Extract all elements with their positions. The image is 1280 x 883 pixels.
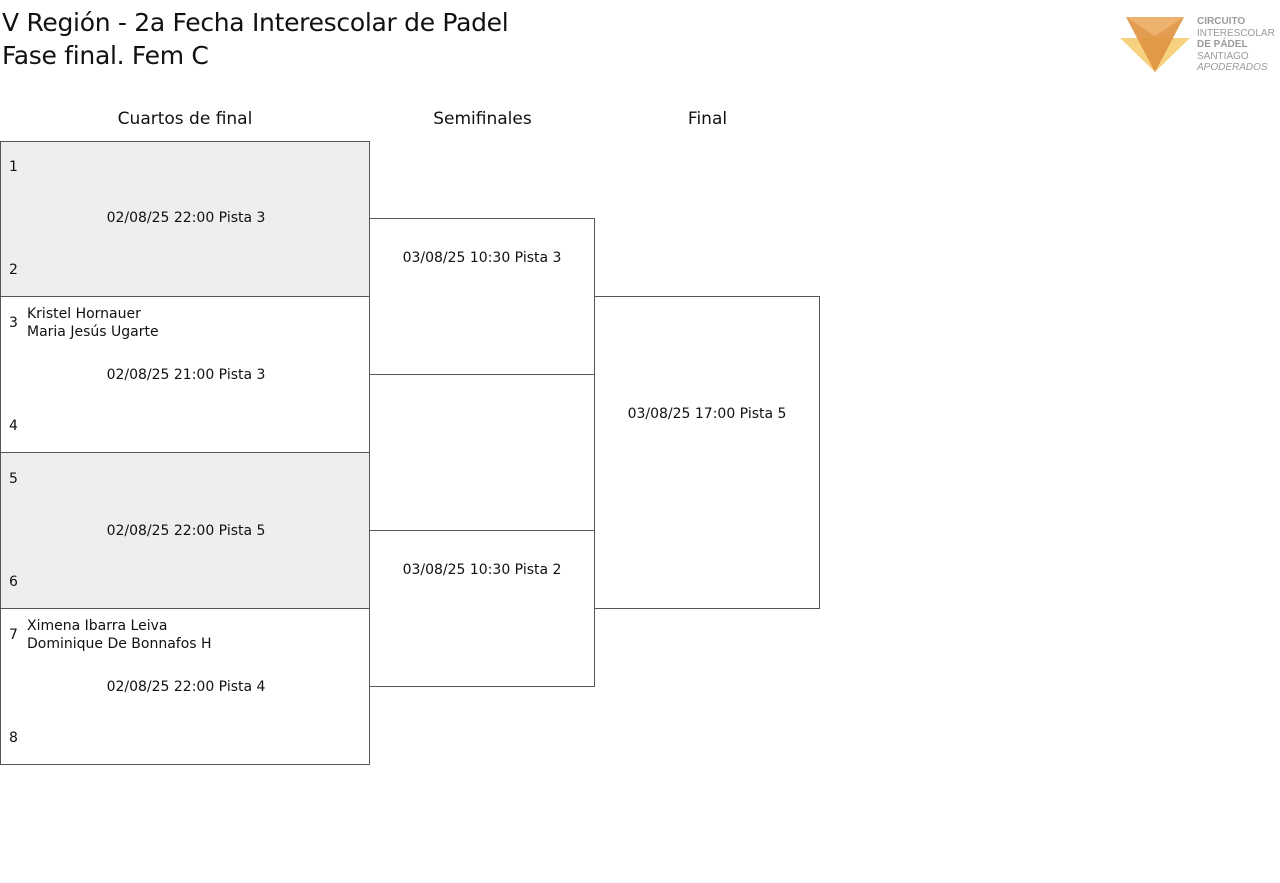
player-name: Maria Jesús Ugarte — [27, 324, 159, 340]
player-name: Dominique De Bonnafos H — [27, 636, 212, 652]
quarterfinal-match-3[interactable]: 5 02/08/25 22:00 Pista 5 6 — [0, 452, 370, 609]
round-title-semis: Semifinales — [433, 109, 532, 129]
page-title: V Región - 2a Fecha Interescolar de Pade… — [2, 6, 509, 72]
quarterfinal-match-1[interactable]: 1 02/08/25 22:00 Pista 3 2 — [0, 141, 370, 297]
quarterfinal-match-4[interactable]: 7 Ximena Ibarra Leiva Dominique De Bonna… — [0, 608, 370, 765]
match-schedule: 03/08/25 17:00 Pista 5 — [627, 406, 787, 422]
circuit-logo: CIRCUITO INTERESCOLAR DE PÁDEL SANTIAGO … — [1118, 14, 1280, 76]
match-schedule: 02/08/25 21:00 Pista 3 — [106, 367, 266, 383]
round-title-quarters: Cuartos de final — [117, 109, 253, 129]
fox-logo-icon — [1120, 17, 1190, 72]
seed-number: 1 — [9, 159, 18, 175]
match-schedule: 02/08/25 22:00 Pista 3 — [106, 210, 266, 226]
quarterfinal-match-2[interactable]: 3 Kristel Hornauer Maria Jesús Ugarte 02… — [0, 296, 370, 453]
final-match[interactable]: 03/08/25 17:00 Pista 5 — [594, 296, 820, 609]
seed-number: 4 — [9, 418, 18, 434]
team-names: Kristel Hornauer Maria Jesús Ugarte — [27, 305, 159, 341]
logo-text: CIRCUITO INTERESCOLAR DE PÁDEL SANTIAGO … — [1197, 16, 1275, 74]
player-name: Ximena Ibarra Leiva — [27, 618, 168, 634]
logo-line-4: SANTIAGO — [1197, 50, 1249, 62]
title-line-1: V Región - 2a Fecha Interescolar de Pade… — [2, 8, 509, 37]
team-names: Ximena Ibarra Leiva Dominique De Bonnafo… — [27, 617, 212, 653]
match-schedule: 02/08/25 22:00 Pista 4 — [106, 679, 266, 695]
seed-number: 5 — [9, 471, 18, 487]
logo-line-5: APODERADOS — [1197, 62, 1268, 73]
seed-number: 7 — [9, 627, 18, 643]
logo-line-1: CIRCUITO — [1197, 16, 1246, 27]
player-name: Kristel Hornauer — [27, 306, 141, 322]
round-title-final: Final — [687, 109, 728, 129]
logo-line-3: DE PÁDEL — [1197, 39, 1248, 50]
title-line-2: Fase final. Fem C — [2, 41, 209, 70]
seed-number: 3 — [9, 315, 18, 331]
logo-line-2: INTERESCOLAR — [1197, 27, 1275, 39]
semifinal-match-2[interactable]: 03/08/25 10:30 Pista 2 — [369, 530, 595, 687]
match-schedule: 03/08/25 10:30 Pista 3 — [402, 250, 562, 266]
seed-number: 2 — [9, 262, 18, 278]
semifinal-match-1[interactable]: 03/08/25 10:30 Pista 3 — [369, 218, 595, 375]
seed-number: 6 — [9, 574, 18, 590]
seed-number: 8 — [9, 730, 18, 746]
match-schedule: 03/08/25 10:30 Pista 2 — [402, 562, 562, 578]
match-schedule: 02/08/25 22:00 Pista 5 — [106, 523, 266, 539]
